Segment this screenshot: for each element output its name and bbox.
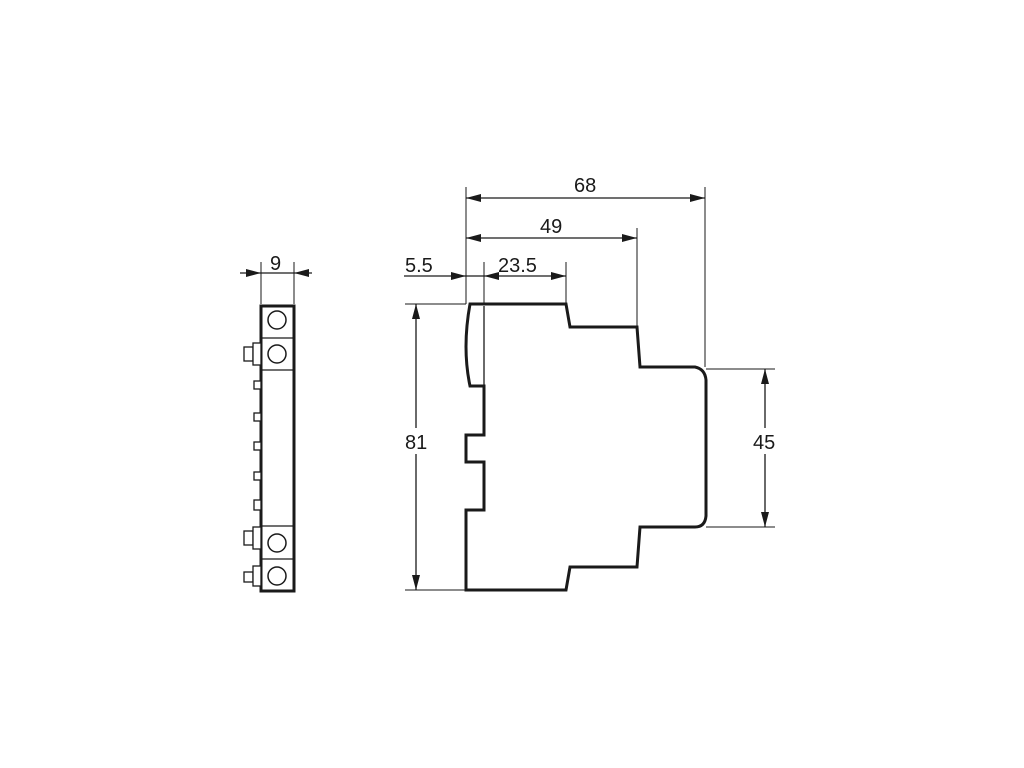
dim-label-side-width: 9 xyxy=(270,253,281,275)
arrow-left-icon xyxy=(484,272,499,280)
arrow-left-icon xyxy=(466,234,481,242)
dim-front-nose-step: 5.5 23.5 xyxy=(404,255,566,280)
arrow-right-icon xyxy=(246,269,261,277)
label-backdrop xyxy=(752,428,782,454)
dim-label-nose-offset: 5.5 xyxy=(405,255,433,277)
arrow-right-icon xyxy=(690,194,705,202)
arrow-down-icon xyxy=(412,575,420,590)
arrow-left-icon xyxy=(294,269,309,277)
arrow-down-icon xyxy=(761,512,769,527)
dim-label-height: 81 xyxy=(405,432,427,454)
clip-tab xyxy=(243,571,254,583)
dim-front-mid-depth: 49 xyxy=(466,216,637,242)
clip-tab xyxy=(252,565,262,587)
clip-tab xyxy=(253,471,262,481)
arrow-right-icon xyxy=(451,272,466,280)
clip-tab xyxy=(252,342,262,366)
clip-tab xyxy=(243,346,254,362)
clip-tab xyxy=(253,499,262,511)
side-view: 9 xyxy=(240,253,312,593)
front-view-outline xyxy=(464,302,708,592)
arrow-up-icon xyxy=(412,304,420,319)
label-backdrop xyxy=(404,428,434,454)
terminal-screw-icon xyxy=(267,310,287,330)
terminal-screw-icon xyxy=(267,344,287,364)
dim-label-rail-height: 45 xyxy=(753,432,775,454)
terminal-screw-icon xyxy=(267,566,287,586)
dim-label-mid-depth: 49 xyxy=(540,216,562,238)
front-view xyxy=(464,302,708,592)
clip-tab xyxy=(252,526,262,550)
clip-tab xyxy=(243,530,254,546)
arrow-right-icon xyxy=(551,272,566,280)
arrow-right-icon xyxy=(622,234,637,242)
front-dimensions: 68 49 5.5 23.5 81 xyxy=(404,175,782,591)
clip-tab xyxy=(253,380,262,390)
dim-side-width: 9 xyxy=(240,253,312,304)
clip-tab xyxy=(253,441,262,451)
arrow-up-icon xyxy=(761,369,769,384)
side-view-clips xyxy=(243,342,262,587)
terminal-screw-icon xyxy=(267,533,287,553)
arrow-left-icon xyxy=(466,194,481,202)
dim-front-height: 81 xyxy=(404,303,466,591)
clip-tab xyxy=(253,412,262,422)
dim-front-rail-height: 45 xyxy=(706,368,782,528)
dim-label-total-depth: 68 xyxy=(574,175,596,197)
dim-label-step-width: 23.5 xyxy=(498,255,537,277)
dim-front-total-depth: 68 xyxy=(466,175,705,202)
